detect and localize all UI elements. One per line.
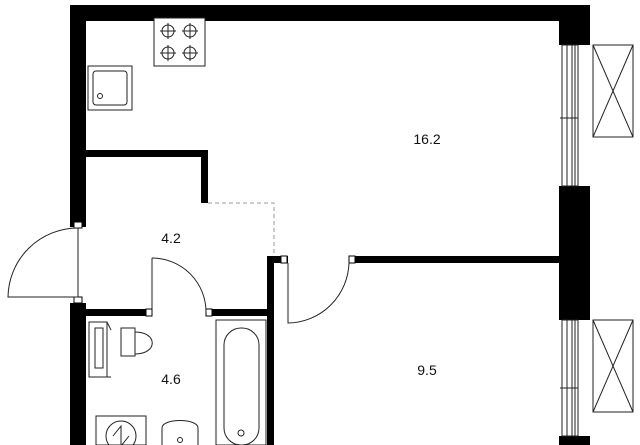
wall-left-upper [70, 5, 86, 227]
wall-hall-right [201, 150, 208, 203]
kitchen-sink-icon [87, 65, 133, 111]
stove-icon [153, 17, 206, 67]
area-label-hallway: 4.2 [161, 230, 181, 246]
area-label-bathroom: 4.6 [161, 371, 181, 387]
wall-bedroom-top [352, 256, 562, 263]
wall-cap [145, 308, 153, 317]
wall-left-lower [70, 303, 86, 445]
bathroom-door-swing [151, 257, 207, 313]
bedroom-door-swing [287, 262, 350, 324]
window-lower [560, 319, 634, 437]
toilet-icon [120, 327, 153, 357]
wall-top [70, 5, 590, 21]
wall-cap [205, 308, 213, 317]
wall-caps [73, 221, 356, 317]
window-upper [560, 44, 634, 187]
wall-cap [280, 255, 288, 264]
washing-machine-icon [95, 415, 147, 445]
wall-right-bottom [559, 436, 590, 445]
wall-cap [73, 296, 83, 304]
wall-bath-top-right [206, 309, 274, 316]
doors [7, 227, 350, 324]
wall-cap [73, 221, 83, 229]
wall-hall-top [86, 150, 208, 157]
wall-bath-top-left [86, 309, 152, 316]
area-label-main-room: 16.2 [413, 131, 440, 147]
washbasin-icon [88, 321, 112, 378]
wall-right-top [559, 5, 590, 45]
wall-bath-bed [267, 256, 274, 445]
area-label-bedroom: 9.5 [417, 362, 437, 378]
walls [70, 5, 590, 445]
opening-dashed-line [208, 202, 275, 256]
bathtub-icon [215, 319, 267, 445]
wall-cap [348, 255, 356, 264]
wall-right-middle [559, 186, 590, 320]
bath-sink-icon [161, 420, 199, 445]
entrance-door-swing [7, 227, 79, 298]
